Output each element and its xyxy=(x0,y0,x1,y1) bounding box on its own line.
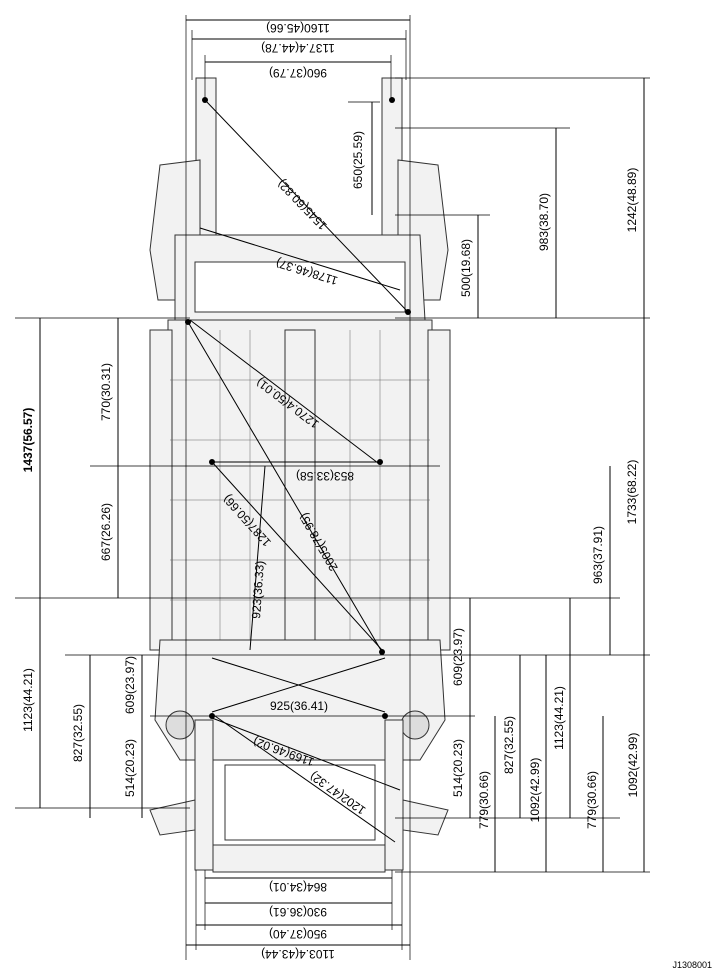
dim-right-827: 827(32.55) xyxy=(502,716,516,774)
dim-right-609: 609(23.97) xyxy=(451,628,465,686)
center-tunnel xyxy=(284,329,316,641)
dim-right-1733: 1733(68.22) xyxy=(625,460,639,525)
rear-right-rail xyxy=(384,719,404,871)
dim-right-1123: 1123(44.21) xyxy=(552,686,566,750)
dim-right-1242: 1242(48.89) xyxy=(625,168,639,233)
dim-right-650: 650(25.59) xyxy=(351,131,365,189)
dim-left-1123: 1123(44.21) xyxy=(21,668,35,732)
rear-bumper-reinforcement xyxy=(212,844,386,873)
dim-left-514: 514(20.23) xyxy=(123,739,137,797)
rear-left-flange xyxy=(149,799,196,836)
dim-diag-925: 925(36.41) xyxy=(270,699,328,713)
front-opening xyxy=(194,261,406,313)
dim-left-609: 609(23.97) xyxy=(123,656,137,714)
dim-diag-1545: 1545(60.82) xyxy=(275,177,330,233)
dim-bottom-950: 950(37.40) xyxy=(269,927,327,941)
dim-bottom-864: 864(34.01) xyxy=(269,880,327,894)
dim-top-1137: 1137.4(44.78) xyxy=(261,41,335,55)
rear-right-mount xyxy=(400,710,430,740)
dim-top-960: 960(37.79) xyxy=(269,66,327,80)
dim-diag-853: 853(33.58) xyxy=(296,469,354,483)
vehicle-underbody-drawing xyxy=(149,77,451,873)
rear-left-rail xyxy=(194,719,214,871)
dim-diag-923: 923(36.33) xyxy=(249,560,267,619)
dim-right-500: 500(19.68) xyxy=(459,239,473,297)
dim-right-514: 514(20.23) xyxy=(451,739,465,797)
figure-code: J1308001 xyxy=(672,960,712,970)
left-dimensions: 1437(56.57) 770(30.31) 667(26.26) 1123(4… xyxy=(21,318,143,818)
measurement-points xyxy=(185,97,411,719)
dim-right-1092a: 1092(42.99) xyxy=(528,758,542,823)
bottom-dimensions: 864(34.01) 930(36.61) 950(37.40) 1103.4(… xyxy=(186,877,410,961)
dim-right-963: 963(37.91) xyxy=(591,526,605,584)
right-side-sill xyxy=(427,329,451,651)
dim-top-1160: 1160(45.66) xyxy=(266,21,330,35)
dim-left-770: 770(30.31) xyxy=(99,363,113,421)
extension-lines xyxy=(15,15,650,960)
rear-floor-section xyxy=(154,639,446,761)
dim-bottom-930: 930(36.61) xyxy=(269,905,327,919)
spare-tire-well xyxy=(224,764,376,841)
top-dimensions: 1160(45.66) 1137.4(44.78) 960(37.79) xyxy=(186,19,410,80)
dim-right-779a: 779(30.66) xyxy=(477,771,491,829)
dim-bottom-1103: 1103.4(43.44) xyxy=(261,947,335,961)
rear-left-mount xyxy=(165,710,195,740)
dim-right-779b: 779(30.66) xyxy=(585,771,599,829)
dim-left-667: 667(26.26) xyxy=(99,503,113,561)
rear-right-flange xyxy=(402,799,449,836)
dim-right-983: 983(38.70) xyxy=(537,193,551,251)
dim-left-1437: 1437(56.57) xyxy=(21,408,35,473)
dim-left-827: 827(32.55) xyxy=(71,704,85,762)
left-side-sill xyxy=(149,329,173,651)
right-dimensions: 650(25.59) 983(38.70) 1242(48.89) 500(19… xyxy=(351,78,645,872)
dim-right-1092b: 1092(42.99) xyxy=(626,733,640,798)
